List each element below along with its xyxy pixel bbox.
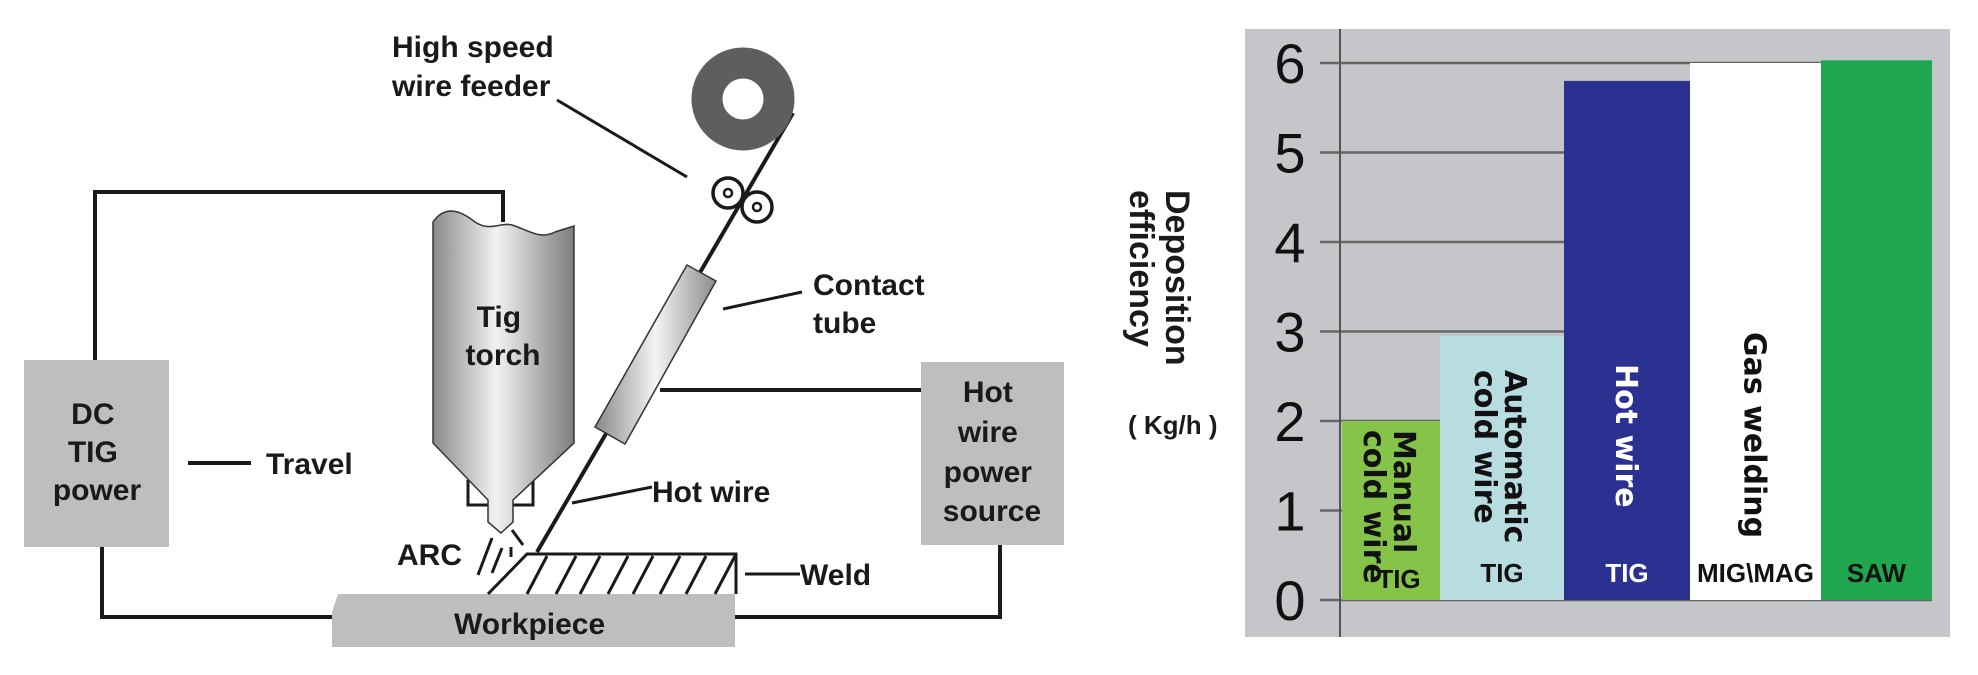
y-tick-label-2: 2	[1274, 390, 1305, 453]
dc-tig-power-box	[24, 360, 169, 547]
workpiece-label: Workpiece	[454, 608, 605, 641]
tig-torch-label-1: Tig	[477, 301, 521, 334]
hot-wire-return-cable	[735, 545, 1002, 619]
torch-power-cable	[93, 190, 505, 360]
svg-text:DC TIG power: DC TIG power	[53, 398, 142, 507]
y-tick-label-0: 0	[1274, 569, 1305, 632]
svg-text:Hot wire power sou: Hot wire power source	[943, 376, 1041, 528]
workpiece-ground-cable	[100, 547, 332, 619]
arc-label: ARC	[397, 539, 462, 572]
bar-name-label-3-0: Gas welding	[1737, 332, 1772, 538]
workpiece	[332, 594, 735, 647]
weld-label: Weld	[800, 559, 871, 592]
bar-0	[1342, 421, 1440, 600]
hot-wire-tig-diagram: DC TIG power Travel Hot wire power sourc…	[24, 31, 1064, 647]
svg-text:High speed wire feeder: High speed wire feeder	[391, 31, 562, 103]
dc-power-label-2: TIG	[68, 436, 118, 469]
bar-2	[1564, 80, 1690, 600]
dc-power-label-3: power	[53, 474, 142, 507]
weld-bead	[486, 552, 738, 596]
bar-process-label-0: TIG	[1377, 564, 1420, 594]
wire-feeder-pointer	[556, 98, 688, 179]
svg-text:Contact tube: Contact tube	[813, 269, 933, 340]
bar-process-label-1: TIG	[1480, 558, 1523, 588]
y-tick-label-5: 5	[1274, 122, 1305, 185]
y-tick-label-3: 3	[1274, 301, 1305, 364]
hot-wire-power-label-2: wire	[957, 416, 1018, 449]
plot-background	[1245, 29, 1950, 637]
wire-spool	[691, 47, 795, 151]
y-tick-label-1: 1	[1274, 480, 1305, 543]
bar-name-label-1-0: Automatic	[1497, 370, 1532, 543]
contact-tube-pointer	[722, 290, 803, 311]
hot-wire-label: Hot wire	[652, 476, 770, 509]
bar-process-label-4: SAW	[1847, 558, 1907, 588]
hot-wire-power-label-4: source	[943, 495, 1041, 528]
bar-3	[1690, 63, 1821, 600]
arc-symbol	[476, 529, 525, 576]
hot-wire-pointer	[571, 485, 653, 505]
bar-process-label-2: TIG	[1605, 558, 1648, 588]
bar-name-label-1-1: cold wire	[1467, 370, 1502, 524]
bar-name-label-0-1: cold wire	[1356, 430, 1391, 584]
bar-1	[1440, 335, 1564, 600]
contact-tube-label-2: tube	[813, 307, 876, 340]
tig-torch	[432, 210, 575, 534]
contact-tube	[593, 263, 718, 446]
tig-torch-label-2: torch	[466, 339, 541, 372]
hot-wire-power-label-3: power	[944, 456, 1033, 489]
feed-rollers	[711, 176, 774, 224]
y-tick-label-6: 6	[1274, 32, 1305, 95]
bar-process-label-3: MIG\MAG	[1697, 558, 1814, 588]
wire-feeder-label-1: High speed	[392, 31, 554, 64]
svg-text:Tig torch: Tig torch	[466, 301, 541, 372]
wire-feeder-label-2: wire feeder	[391, 70, 551, 103]
y-tick-label-4: 4	[1274, 211, 1305, 274]
dc-power-label-1: DC	[71, 398, 114, 431]
bar-4	[1821, 60, 1932, 600]
contact-tube-label-1: Contact	[813, 269, 925, 302]
bar-name-label-0-0: Manual	[1386, 430, 1421, 553]
hot-wire-power-label-1: Hot	[963, 376, 1013, 409]
hot-wire-power-source-box	[921, 362, 1064, 545]
bar-name-label-2-0: Hot wire	[1608, 364, 1643, 508]
travel-label: Travel	[266, 448, 353, 481]
